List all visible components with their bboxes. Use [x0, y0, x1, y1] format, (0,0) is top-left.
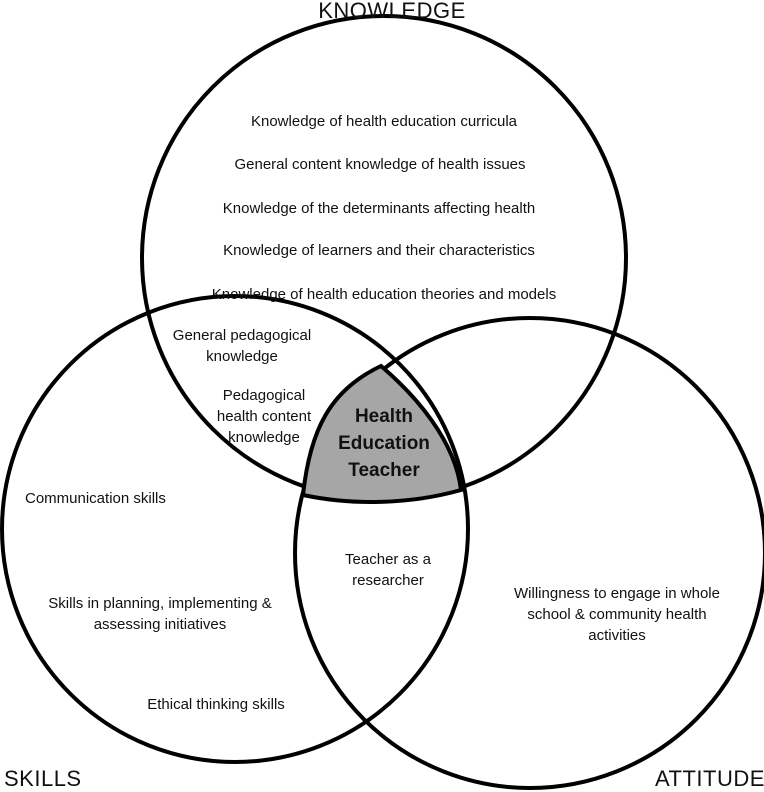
skills-set-label: SKILLS: [4, 766, 82, 791]
skills-circle: [0, 294, 470, 764]
knowledge-item-curricula: Knowledge of health education curricula: [250, 113, 518, 130]
attitude-item-willingness: Willingness to engage in whole school & …: [514, 585, 720, 644]
skills-item-communication: Communication skills: [25, 490, 166, 507]
knowledge-set-label: KNOWLEDGE: [318, 0, 466, 23]
teacher-as-researcher: Teacher as a researcher: [345, 551, 431, 589]
knowledge-item-content: General content knowledge of health issu…: [234, 156, 526, 173]
health-education-teacher-label: Health Education Teacher: [338, 406, 430, 481]
pedagogical-health-content-knowledge: Pedagogical health content knowledge: [216, 387, 312, 446]
center-intersection-region: [300, 363, 464, 504]
skills-item-planning: Skills in planning, implementing & asses…: [48, 595, 272, 633]
knowledge-item-learners: Knowledge of learners and their characte…: [223, 242, 535, 259]
knowledge-item-determinants: Knowledge of the determinants affecting …: [222, 200, 536, 217]
attitude-circle: [293, 316, 764, 790]
general-pedagogical-knowledge: General pedagogical knowledge: [172, 327, 312, 365]
skills-item-ethical: Ethical thinking skills: [147, 696, 285, 713]
attitude-set-label: ATTITUDE: [655, 766, 764, 791]
knowledge-item-theories: Knowledge of health education theories a…: [211, 286, 557, 303]
